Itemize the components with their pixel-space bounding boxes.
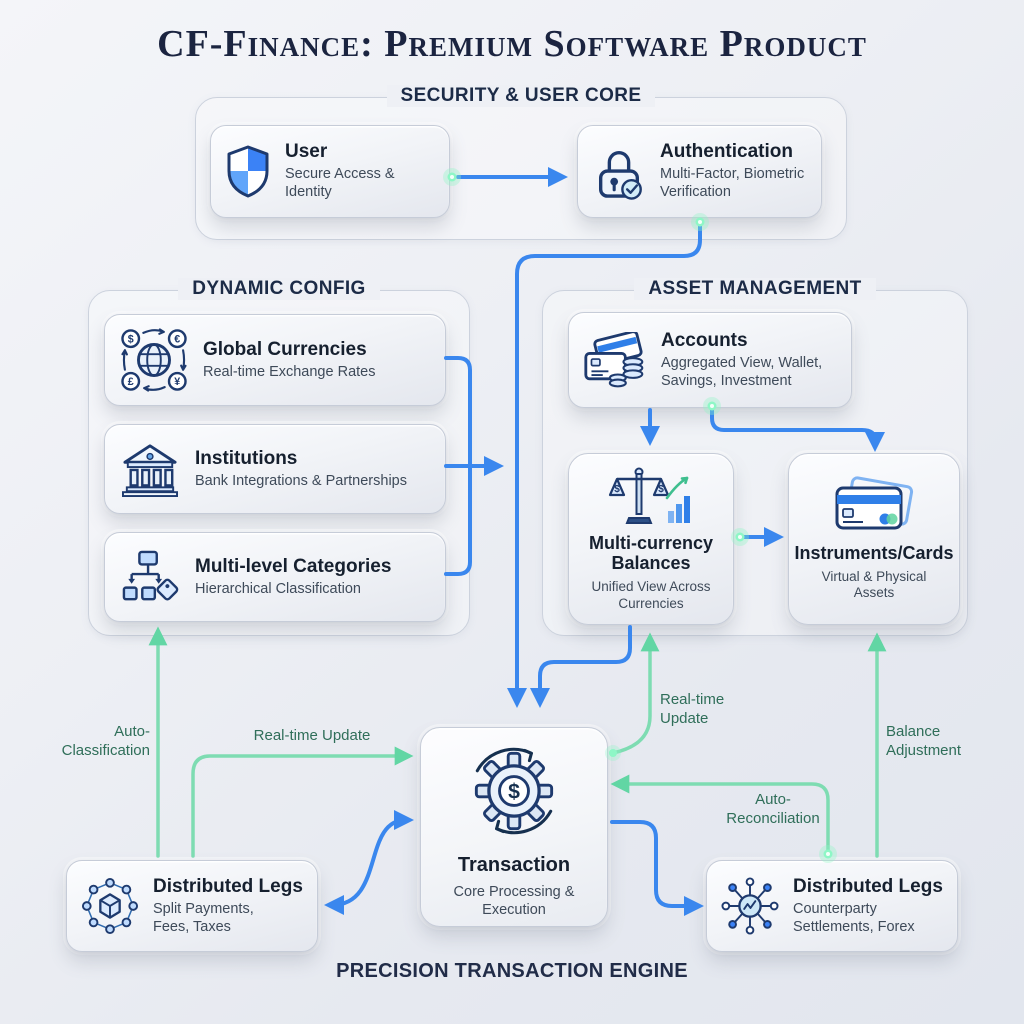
svg-text:¥: ¥ bbox=[174, 376, 180, 388]
card-coins-icon bbox=[584, 332, 644, 388]
node-balances: $$ Multi-currency Balances Unified View … bbox=[568, 453, 734, 625]
node-user: User Secure Access & Identity bbox=[210, 125, 450, 218]
node-instruments: Instruments/Cards Virtual & Physical Ass… bbox=[788, 453, 960, 625]
edge-transaction-legs-right bbox=[610, 820, 704, 916]
page-title: CF-Finance: Premium Software Product bbox=[157, 23, 867, 65]
edge-legs-left-transaction bbox=[191, 746, 414, 858]
gear-dollar-icon: $ bbox=[474, 747, 554, 834]
section-security-label: SECURITY & USER CORE bbox=[196, 85, 846, 107]
edge-transaction-balances-update bbox=[611, 632, 660, 755]
edge-label-auto-classification: Auto-Classification bbox=[61, 723, 150, 760]
engine-footer-label: PRECISION TRANSACTION ENGINE bbox=[336, 960, 688, 982]
section-assets-label: ASSET MANAGEMENT bbox=[543, 278, 967, 300]
node-transaction-subtitle: Core Processing & Execution bbox=[453, 883, 575, 918]
node-instruments-title: Instruments/Cards bbox=[794, 542, 954, 563]
node-global-currencies: $ € £ ¥ Global Currencies Real-time Exchan… bbox=[104, 314, 446, 406]
balance-scale-chart-icon: $$ bbox=[608, 467, 690, 524]
node-legs-right-title: Distributed Legs bbox=[793, 875, 943, 897]
edge-transaction-legs-left bbox=[324, 810, 414, 915]
node-accounts: Accounts Aggregated View, Wallet, Saving… bbox=[568, 312, 852, 408]
edge-label-auto-reconciliation: Auto-Reconciliation bbox=[726, 791, 820, 828]
node-accounts-subtitle: Aggregated View, Wallet, Savings, Invest… bbox=[661, 354, 823, 389]
edge-label-balance-adjustment: Balance Adjustment bbox=[886, 723, 962, 760]
node-user-title: User bbox=[285, 141, 328, 163]
node-auth-subtitle: Multi-Factor, Biometric Verification bbox=[660, 166, 805, 200]
edge-label-realtime-update-left: Real-time Update bbox=[253, 727, 371, 744]
node-institutions-subtitle: Bank Integrations & Partnerships bbox=[195, 472, 407, 489]
node-distributed-legs-right: Distributed Legs Counterparty Settlement… bbox=[706, 860, 958, 952]
node-user-subtitle: Secure Access & Identity bbox=[285, 166, 395, 200]
node-institutions: Institutions Bank Integrations & Partner… bbox=[104, 424, 446, 514]
network-cube-icon bbox=[81, 877, 139, 935]
edge-balances-transaction bbox=[530, 625, 632, 708]
node-categories-subtitle: Hierarchical Classification bbox=[195, 580, 361, 597]
node-accounts-title: Accounts bbox=[661, 329, 748, 351]
edge-label-realtime-update-right: Real-time Update bbox=[660, 691, 725, 728]
svg-text:€: € bbox=[174, 334, 180, 346]
node-distributed-legs-left: Distributed Legs Split Payments, Fees, T… bbox=[66, 860, 318, 952]
node-categories-title: Multi-level Categories bbox=[195, 555, 392, 577]
section-config-label: DYNAMIC CONFIG bbox=[89, 278, 469, 300]
bank-icon bbox=[122, 444, 178, 497]
node-auth-title: Authentication bbox=[660, 141, 793, 163]
hub-network-icon bbox=[721, 877, 779, 935]
hierarchy-tag-icon bbox=[122, 550, 179, 601]
shield-icon bbox=[227, 145, 269, 197]
node-legs-left-title: Distributed Legs bbox=[153, 875, 303, 897]
node-legs-right-subtitle: Counterparty Settlements, Forex bbox=[793, 900, 915, 935]
svg-text:$: $ bbox=[508, 779, 520, 803]
node-transaction: $ Transaction Core Processing & Executio… bbox=[420, 727, 608, 927]
node-institutions-title: Institutions bbox=[195, 447, 298, 469]
svg-text:$: $ bbox=[658, 484, 664, 495]
node-categories: Multi-level Categories Hierarchical Clas… bbox=[104, 532, 446, 622]
node-currencies-subtitle: Real-time Exchange Rates bbox=[203, 363, 376, 380]
node-legs-left-subtitle: Split Payments, Fees, Taxes bbox=[153, 900, 254, 935]
svg-text:$: $ bbox=[614, 484, 620, 495]
globe-currency-icon: $ € £ ¥ bbox=[121, 328, 187, 392]
node-instruments-subtitle: Virtual & Physical Assets bbox=[821, 568, 927, 601]
node-currencies-title: Global Currencies bbox=[203, 338, 367, 360]
credit-card-icon bbox=[835, 476, 914, 530]
node-transaction-title: Transaction bbox=[457, 853, 571, 876]
node-balances-subtitle: Unified View Across Currencies bbox=[591, 578, 711, 611]
node-authentication: Authentication Multi-Factor, Biometric V… bbox=[577, 125, 822, 218]
svg-text:$: $ bbox=[128, 334, 134, 346]
node-balances-title: Multi-currency Balances bbox=[588, 532, 714, 574]
svg-text:£: £ bbox=[128, 376, 134, 388]
lock-check-icon bbox=[598, 150, 642, 200]
